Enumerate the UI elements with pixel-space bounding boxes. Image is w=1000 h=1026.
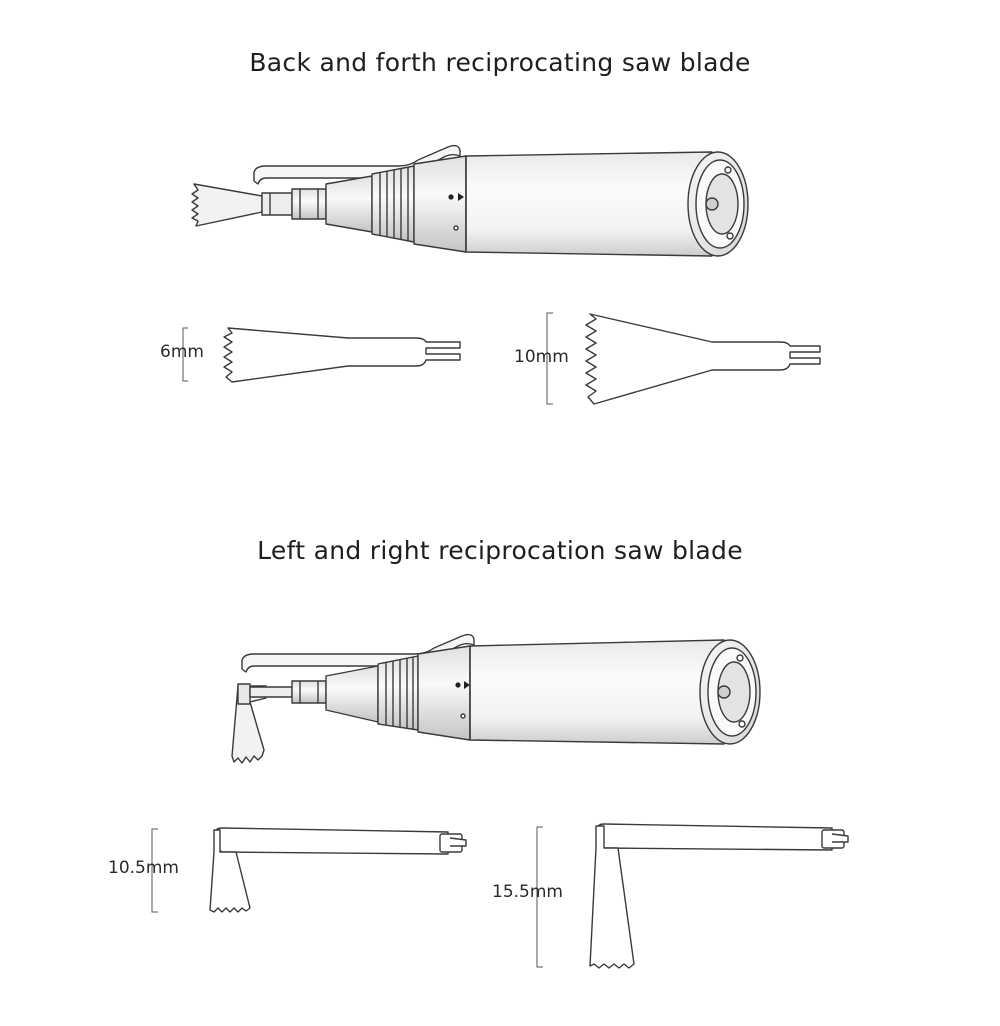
handpiece-blade: [231, 685, 267, 764]
handpiece-blade: [191, 183, 263, 227]
dimension-bracket-6mm: [182, 327, 188, 382]
blade-6mm: [223, 327, 461, 383]
handpiece-collet: [261, 192, 293, 216]
dimension-bracket-10-5mm: [151, 828, 158, 913]
dimension-label-10-5mm: 10.5mm: [108, 858, 179, 878]
blade-15-5mm: [589, 823, 849, 969]
section-title-back-forth: Back and forth reciprocating saw blade: [249, 48, 751, 77]
blade-10mm: [585, 313, 821, 405]
dimension-label-10mm: 10mm: [514, 347, 569, 367]
section-title-left-right: Left and right reciprocation saw blade: [257, 536, 743, 565]
handpiece-neck: [325, 665, 379, 723]
handpiece-collet: [291, 680, 327, 704]
handpiece-body: [465, 151, 713, 257]
dimension-label-6mm: 6mm: [160, 342, 204, 362]
handpiece-left-right: [231, 633, 761, 764]
dimension-bracket-10mm: [546, 312, 553, 405]
dimension-label-15-5mm: 15.5mm: [492, 882, 563, 902]
handpiece-body: [469, 639, 725, 745]
handpiece-neck: [325, 175, 373, 233]
handpiece-grip: [377, 655, 419, 731]
handpiece-back-forth: [191, 144, 749, 257]
dimension-bracket-15-5mm: [536, 826, 543, 968]
blade-10-5mm: [209, 827, 467, 913]
